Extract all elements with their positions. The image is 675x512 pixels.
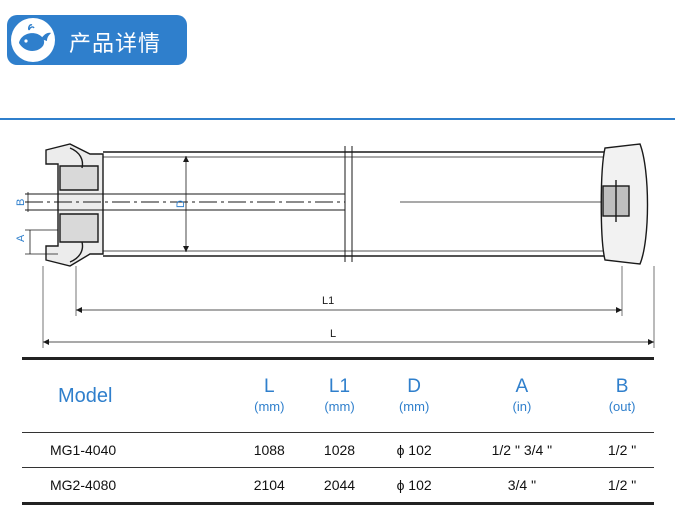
table-cell-l1: 1028 [323,442,356,458]
dimension-label-l1: L1 [322,295,334,307]
table-cell-l: 1088 [253,442,285,458]
table-row: MG1-4040 1088 1028 ϕ 102 1/2 " 3/4 " 1/2… [22,432,654,468]
dimension-a [25,229,58,255]
left-end-cap [45,143,104,267]
table-cell-b: 1/2 " [607,442,637,458]
table-cell-model: MG1-4040 [50,442,117,458]
table-cell-l: 2104 [253,477,285,493]
column-header-unit: (mm) [324,399,355,414]
header-divider [0,118,675,120]
table-row: MG2-4080 2104 2044 ϕ 102 3/4 " 1/2 " [22,467,654,504]
column-header-label: A [515,376,529,397]
dimension-label-d: D [175,200,187,208]
section-title: 产品详情 [69,32,162,57]
column-header-unit: (mm) [398,399,430,414]
column-header-label: B [615,376,629,397]
whale-logo-icon [11,18,55,62]
section-header: 产品详情 [7,15,187,65]
column-header-d: D (mm) [375,359,454,433]
column-header-label: Model [58,384,113,407]
dimension-l [42,266,655,348]
table-cell-a: 1/2 " 3/4 " [491,442,553,458]
spec-table: Model L (mm) L1 (mm) D (mm) A (in) B (ou… [22,357,654,505]
right-end-cap [600,143,649,265]
column-header-a: A (in) [454,359,590,433]
table-cell-d: ϕ 102 [396,477,432,493]
column-header-l1: L1 (mm) [304,359,374,433]
column-header-unit: (in) [512,399,532,414]
table-cell-model: MG2-4080 [50,477,117,493]
column-header-b: B (out) [590,359,654,433]
dimension-d [183,156,189,252]
column-header-l: L (mm) [234,359,304,433]
column-header-model: Model [22,359,234,433]
dimension-label-l: L [330,328,336,340]
table-header-row: Model L (mm) L1 (mm) D (mm) A (in) B (ou… [22,358,654,433]
pressure-vessel-shell [103,146,605,262]
table-cell-a: 3/4 " [507,477,537,493]
column-header-unit: (out) [608,399,636,414]
column-header-label: L [264,376,275,397]
column-header-label: D [407,376,421,397]
dimension-label-b: B [15,199,27,206]
table-cell-b: 1/2 " [607,477,637,493]
table-cell-d: ϕ 102 [396,442,432,458]
column-header-label: L1 [328,376,351,397]
membrane-housing-drawing: D B A L1 L [15,143,655,348]
column-header-unit: (mm) [254,399,285,414]
table-cell-l1: 2044 [323,477,356,493]
permeate-tube [25,193,610,211]
dimension-l1 [75,266,623,316]
dimension-label-a: A [15,234,27,242]
